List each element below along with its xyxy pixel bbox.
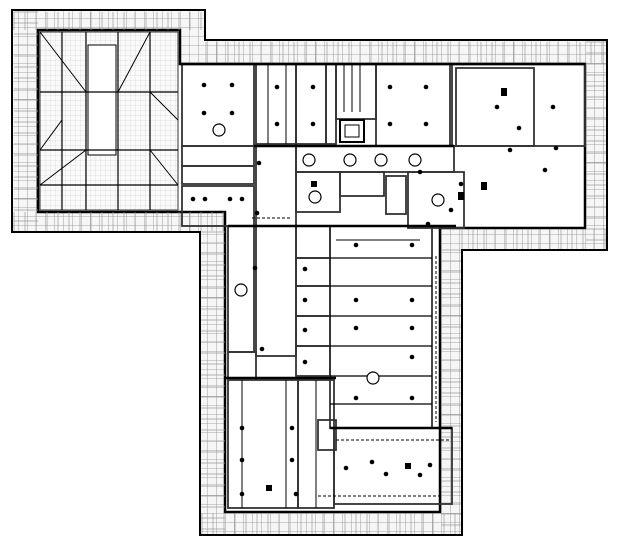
large-light-fixture xyxy=(308,190,322,204)
equipment-box xyxy=(481,182,487,190)
access-hatch-inner xyxy=(344,124,360,138)
downlight xyxy=(417,169,423,175)
equipment-box xyxy=(266,485,272,491)
downlight xyxy=(254,210,260,216)
diagonal-brace xyxy=(39,119,63,151)
downlight xyxy=(494,104,500,110)
equipment-box xyxy=(311,181,317,187)
downlight xyxy=(229,110,235,116)
downlight xyxy=(302,266,308,272)
downlight xyxy=(274,84,280,90)
downlight xyxy=(302,327,308,333)
downlight xyxy=(353,242,359,248)
equipment-box xyxy=(458,192,464,200)
downlight xyxy=(353,395,359,401)
downlight xyxy=(387,121,393,127)
large-light-fixture xyxy=(343,153,357,167)
downlight xyxy=(274,121,280,127)
large-light-fixture xyxy=(302,153,316,167)
diagonal-brace xyxy=(39,149,87,186)
downlight xyxy=(553,145,559,151)
diagonal-brace xyxy=(149,91,179,121)
downlight xyxy=(448,207,454,213)
downlight xyxy=(302,359,308,365)
downlight xyxy=(239,491,245,497)
downlight xyxy=(227,196,233,202)
large-light-fixture xyxy=(366,371,380,385)
room-29 xyxy=(317,419,337,451)
downlight xyxy=(542,167,548,173)
downlight xyxy=(343,465,349,471)
downlight xyxy=(409,325,415,331)
skylight-well xyxy=(87,44,117,156)
downlight xyxy=(201,82,207,88)
walls xyxy=(39,31,585,508)
downlight xyxy=(409,242,415,248)
diagonal-brace xyxy=(149,149,179,186)
large-light-fixture xyxy=(374,153,388,167)
downlight xyxy=(252,265,258,271)
downlight xyxy=(417,472,423,478)
downlight xyxy=(310,84,316,90)
downlight xyxy=(383,471,389,477)
downlight xyxy=(425,221,431,227)
downlight xyxy=(423,84,429,90)
equipment-box xyxy=(501,88,507,96)
downlight xyxy=(427,462,433,468)
downlight xyxy=(239,425,245,431)
downlight xyxy=(293,491,299,497)
diagonal-brace xyxy=(39,31,87,93)
downlight xyxy=(507,147,513,153)
downlight xyxy=(423,121,429,127)
downlight xyxy=(369,459,375,465)
room-11 xyxy=(455,67,535,147)
access-hatch xyxy=(339,119,365,143)
ceiling-fixtures xyxy=(190,82,559,497)
downlight xyxy=(202,196,208,202)
room-15 xyxy=(339,171,385,197)
downlight xyxy=(353,325,359,331)
downlight xyxy=(409,297,415,303)
rooms xyxy=(39,31,586,509)
equipment-box xyxy=(405,463,411,469)
downlight xyxy=(310,121,316,127)
downlight xyxy=(289,457,295,463)
downlight xyxy=(190,196,196,202)
downlight xyxy=(302,297,308,303)
room-3 xyxy=(181,165,255,185)
roof-tiles xyxy=(13,11,606,534)
diagonal-brace xyxy=(117,31,151,93)
downlight xyxy=(409,354,415,360)
downlight xyxy=(353,297,359,303)
downlight xyxy=(387,84,393,90)
downlight xyxy=(550,104,556,110)
large-light-fixture xyxy=(212,123,226,137)
downlight xyxy=(289,425,295,431)
downlight xyxy=(239,196,245,202)
room-4 xyxy=(181,185,255,227)
downlight xyxy=(239,457,245,463)
downlight xyxy=(516,125,522,131)
downlight xyxy=(256,160,262,166)
downlight xyxy=(229,82,235,88)
downlight xyxy=(201,110,207,116)
large-light-fixture xyxy=(431,193,445,207)
downlight xyxy=(409,395,415,401)
large-light-fixture xyxy=(234,283,248,297)
downlight xyxy=(259,346,265,352)
downlight xyxy=(458,181,464,187)
room-16 xyxy=(385,175,407,215)
large-light-fixture xyxy=(408,153,422,167)
